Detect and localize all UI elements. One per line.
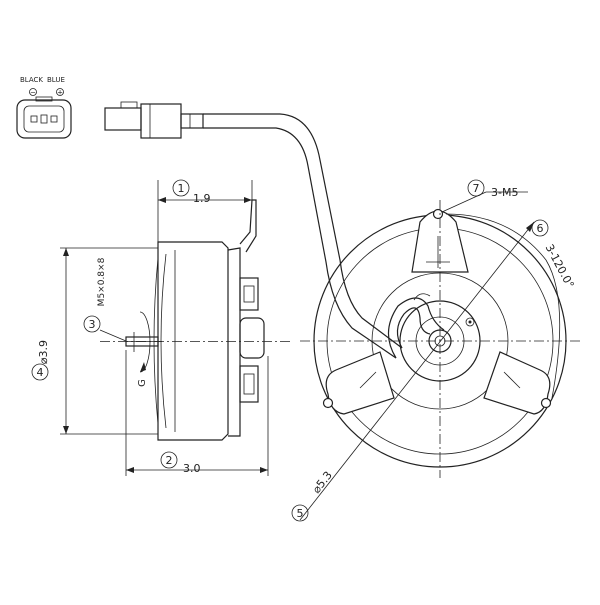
plug-housing <box>140 103 182 139</box>
plug-and-cable <box>104 101 403 359</box>
label-blue: BLUE <box>47 76 65 84</box>
callout-4-num: 4 <box>37 366 44 379</box>
callout-3-num: 3 <box>89 318 96 331</box>
rear-component-lower <box>239 365 259 403</box>
callout-2-icon <box>160 451 178 469</box>
connector-face-inner <box>23 105 65 133</box>
callout-1-num: 1 <box>178 182 185 195</box>
pin-right-icon <box>50 115 58 123</box>
callout-6-arc <box>445 213 561 399</box>
mount-ear-left <box>325 351 395 415</box>
motor-can <box>157 241 229 441</box>
mount-hole-left-icon <box>322 397 334 409</box>
connector-pinout: BLACK BLUE − + <box>16 76 72 139</box>
callout-5-icon <box>291 504 309 522</box>
callout-6-icon <box>531 219 549 237</box>
callout-5-text: ⌀5.3 <box>310 469 335 496</box>
callout-7-num: 7 <box>473 182 480 195</box>
pin-mid-icon <box>40 114 48 124</box>
cable-upper-edge <box>203 113 403 349</box>
motor-side-view: G <box>100 199 290 441</box>
callout-6-text: 3-120.0° <box>543 242 577 290</box>
callout-5-leader <box>299 221 535 521</box>
callout-6-num: 6 <box>537 222 544 235</box>
callout-1-text: 1.9 <box>193 192 211 205</box>
minus-terminal-icon <box>29 88 37 96</box>
plus-sign: + <box>57 89 63 97</box>
pin-left-icon <box>30 115 38 123</box>
mounting-flange <box>227 247 241 437</box>
plus-terminal-icon <box>56 88 64 96</box>
side-dimensions: 1 1.9 2 3.0 4 ⌀3.9 3 M5×0.8×8 <box>31 179 269 476</box>
mount-hole-right-icon <box>540 397 552 409</box>
callout-3-text: M5×0.8×8 <box>97 257 107 306</box>
wire-loop-a <box>396 307 431 349</box>
rear-boss <box>239 317 265 359</box>
motor-front-view <box>300 200 580 478</box>
plug-latch <box>120 101 138 109</box>
rear-component-upper <box>239 277 259 311</box>
callout-2-text: 3.0 <box>183 462 201 475</box>
callout-1-icon <box>172 179 190 197</box>
wire-loop-b <box>387 297 445 359</box>
callout-7-text: 3-M5 <box>491 186 518 199</box>
callout-2-num: 2 <box>166 454 173 467</box>
mount-hole-top-icon <box>432 208 444 220</box>
cable-boot <box>180 113 204 129</box>
plug-body <box>104 107 142 131</box>
rotation-mark: G <box>137 379 148 387</box>
flange-tab <box>239 199 257 253</box>
rotation-arrow-icon <box>139 311 151 373</box>
callout-3-icon <box>83 315 101 333</box>
cable-lower-edge <box>203 127 397 359</box>
minus-sign: − <box>30 89 36 97</box>
callout-7-leader <box>441 191 487 213</box>
callout-5-num: 5 <box>297 507 304 520</box>
callout-4-icon <box>31 363 49 381</box>
label-black: BLACK <box>20 76 43 84</box>
connector-latch-icon <box>35 96 53 102</box>
callout-7-icon <box>467 179 485 197</box>
mount-ear-right <box>483 351 551 415</box>
hub-mark-icon <box>465 317 475 327</box>
connector-face-outer <box>16 99 72 139</box>
callout-4-text: ⌀3.9 <box>37 340 50 364</box>
